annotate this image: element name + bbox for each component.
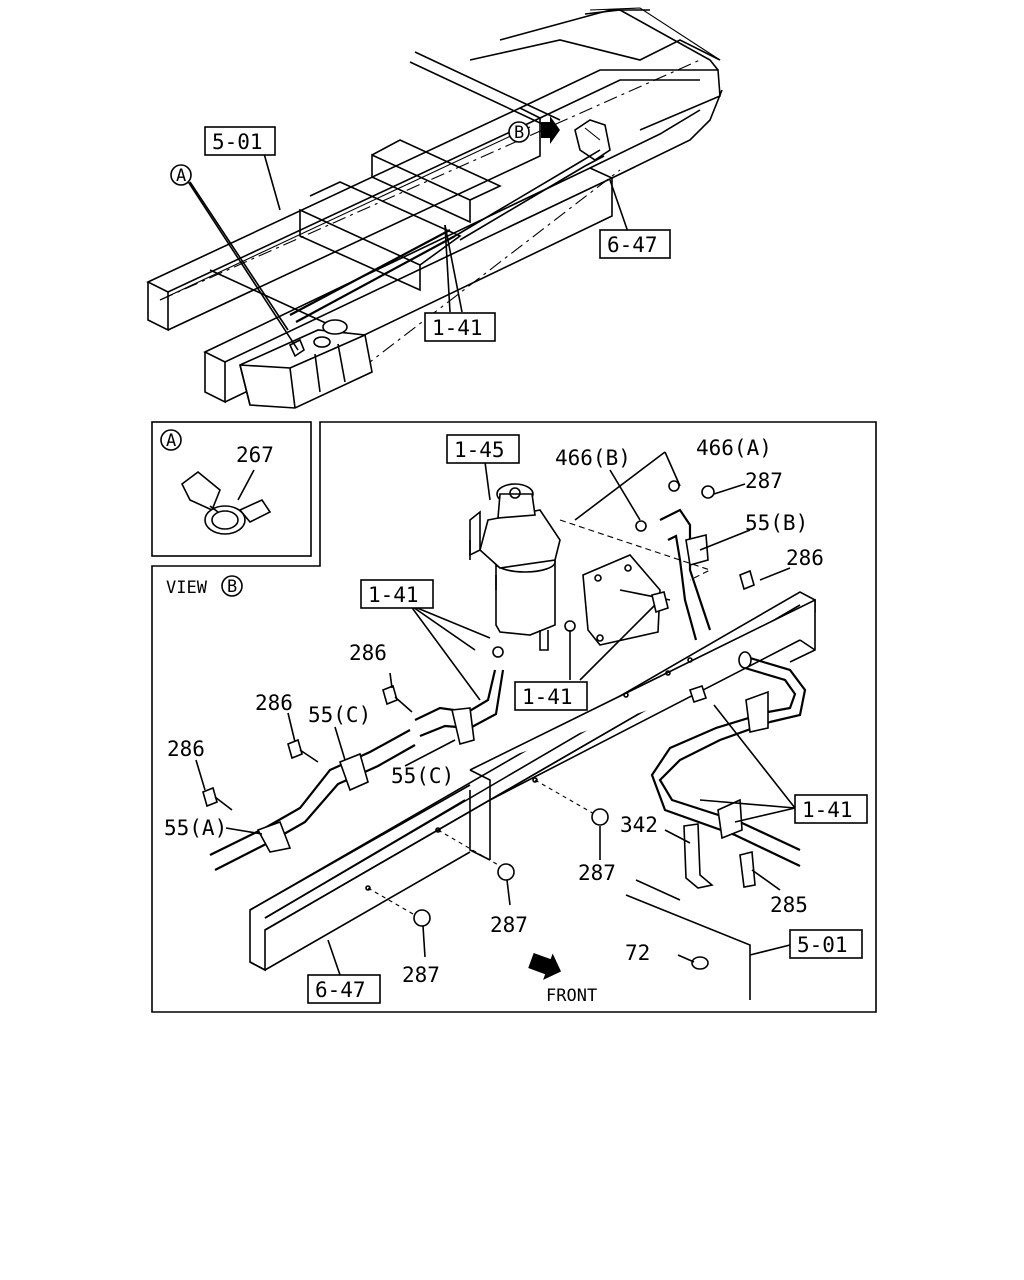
detail-a-part-label: 267 [236, 443, 274, 467]
part-55c-top-label: 55(C) [308, 703, 371, 727]
part-286-b-label: 286 [255, 691, 293, 715]
part-287-low-label: 287 [490, 913, 528, 937]
crossmember-top-label: 6-47 [607, 233, 658, 257]
chassis-overview [146, 7, 723, 409]
frame-callout-box [204, 126, 276, 156]
pipe-right-label: 1-41 [802, 798, 853, 822]
part-342-label: 342 [620, 813, 658, 837]
view-label: VIEW [166, 578, 208, 598]
detail-a-ref-label: A [166, 431, 176, 451]
ref-b-circle [508, 121, 530, 143]
view-b-panel: VIEW B [151, 421, 877, 1013]
ref-a-circle [170, 164, 192, 186]
part-55c-bot-label: 55(C) [391, 764, 454, 788]
crossmember-bottom-label: 6-47 [315, 978, 366, 1002]
pipe-callout-box [424, 312, 496, 342]
ref-a-label: A [176, 166, 186, 186]
view-b-callouts: 1-45 466(B) 466(A) 287 55(B) 286 1-41 1-… [164, 434, 868, 1006]
top-callouts: 5-01 A B 6-47 1-41 [170, 121, 671, 342]
part-55a-label: 55(A) [164, 816, 227, 840]
fasteners-drawing [202, 480, 755, 970]
ref-b-label: B [514, 123, 524, 143]
part-466a-label: 466(A) [696, 436, 772, 460]
crossmember-callout-box [599, 229, 671, 259]
part-466b-label: 466(B) [555, 446, 631, 470]
filter-label: 1-45 [454, 438, 505, 462]
part-72-label: 72 [625, 941, 650, 965]
part-286-right-label: 286 [786, 546, 824, 570]
part-287-bot-label: 287 [402, 963, 440, 987]
front-label: FRONT [546, 986, 597, 1006]
frame-top-label: 5-01 [212, 130, 263, 154]
part-286-c-label: 286 [167, 737, 205, 761]
part-287-top-label: 287 [745, 469, 783, 493]
part-287-mid-label: 287 [578, 861, 616, 885]
view-ref-label: B [227, 577, 237, 597]
pipe-left-label: 1-41 [368, 583, 419, 607]
frame-rail-drawing [249, 519, 816, 1000]
pipe-mid-label: 1-41 [522, 685, 573, 709]
fuel-filter-drawing [469, 483, 561, 651]
part-286-a-label: 286 [349, 641, 387, 665]
frame-bottom-label: 5-01 [797, 933, 848, 957]
pipe-top-label: 1-41 [432, 316, 483, 340]
part-285-label: 285 [770, 893, 808, 917]
front-arrow-icon [528, 953, 562, 980]
part-55b-label: 55(B) [745, 511, 808, 535]
leader-lines [195, 451, 796, 976]
detail-a-panel: A 267 [151, 421, 312, 557]
